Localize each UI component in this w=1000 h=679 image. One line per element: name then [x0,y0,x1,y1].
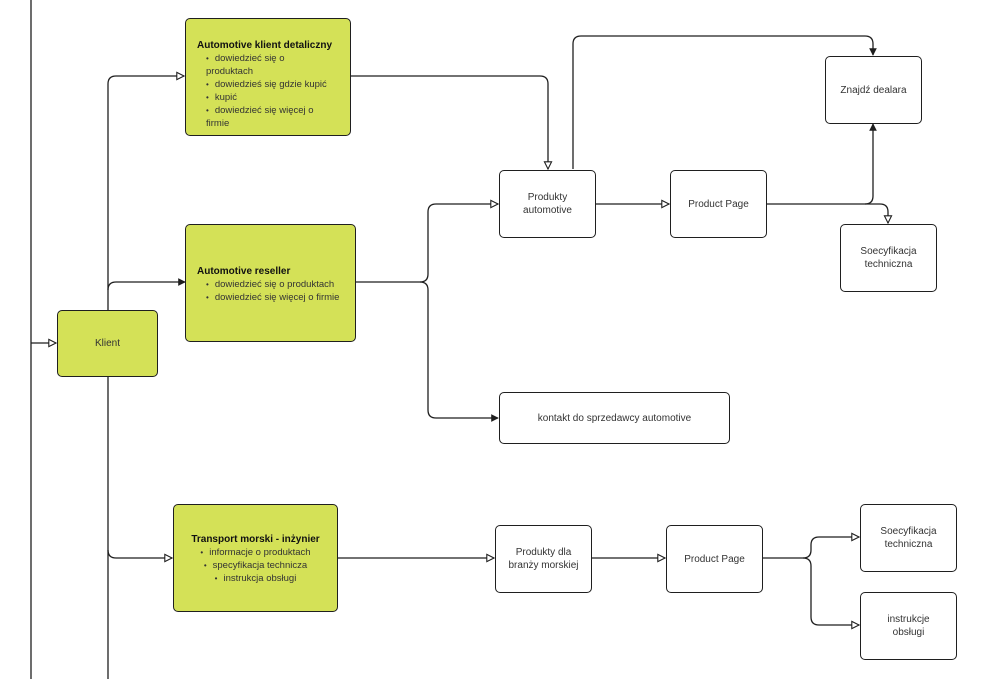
edge-trunk [107,76,184,310]
edge-productpage-instrukcje [802,557,859,625]
node-spec-automotive[interactable]: Soecyfikacja techniczna [840,224,937,292]
edge-productpage-spec [865,203,888,223]
list-item: dowiedzieć się więcej o firmie [206,104,334,130]
node-reseller-list: dowiedzieć się o produktach dowiedzieć s… [197,278,340,304]
list-item: informacje o produktach [200,546,310,559]
node-reseller-title: Automotive reseller [197,266,291,277]
edge-retail-produkty [350,75,548,169]
node-spec-automotive-label: Soecyfikacja techniczna [860,246,917,270]
node-product-page-automotive[interactable]: Product Page [670,170,767,238]
node-marine[interactable]: Transport morski - inżynier informacje o… [173,504,338,612]
node-reseller[interactable]: Automotive reseller dowiedzieć się o pro… [185,224,356,342]
edge-reseller-produkty [355,204,498,283]
node-spec-marine[interactable]: Soecyfikacja techniczna [860,504,957,572]
list-item: instrukcja obsługi [200,572,310,585]
edge-reseller-kontakt [419,281,498,418]
node-retail[interactable]: Automotive klient detaliczny dowiedzieć … [185,18,351,136]
node-marine-title: Transport morski - inżynier [191,534,320,545]
edge-productpage-dealer [767,124,873,205]
node-znajdz-dealara-label: Znajdź dealara [840,84,907,96]
node-spec-marine-label: Soecyfikacja techniczna [880,526,937,550]
node-instrukcje[interactable]: instrukcje obsługi [860,592,957,660]
edge-klient-marine [107,377,172,558]
list-item: dowiedzieć się o produktach [206,278,339,291]
node-marine-list: informacje o produktach specyfikacja tec… [200,546,310,585]
list-item: dowiedzieć się o produktach [206,52,334,78]
list-item: kupić [206,91,334,104]
node-klient-label: Klient [94,338,120,349]
edge-productpage-spec-marine [762,537,859,559]
node-product-page-marine-label: Product Page [684,553,745,565]
node-retail-list: dowiedzieć się o produktach dowiedzieś s… [197,52,334,130]
node-znajdz-dealara[interactable]: Znajdź dealara [825,56,922,124]
list-item: specyfikacja technicza [200,559,310,572]
node-retail-title: Automotive klient detaliczny [197,40,333,51]
node-produkty-automotive[interactable]: Produkty automotive [499,170,596,238]
node-kontakt[interactable]: kontakt do sprzedawcy automotive [499,392,730,444]
node-produkty-morskie[interactable]: Produkty dla branży morskiej [495,525,592,593]
edge-produkty-dealer [572,35,873,169]
node-klient[interactable]: Klient [57,310,158,377]
node-produkty-morskie-label: Produkty dla branży morskiej [508,547,579,571]
node-instrukcje-label: instrukcje obsługi [887,614,930,638]
node-product-page-marine[interactable]: Product Page [666,525,763,593]
edge-klient-reseller [107,282,185,291]
list-item: dowiedzieć się więcej o firmie [206,291,340,304]
node-kontakt-label: kontakt do sprzedawcy automotive [537,412,692,424]
node-product-page-automotive-label: Product Page [688,198,749,210]
list-item: dowiedzieś się gdzie kupić [206,78,334,91]
node-produkty-automotive-label: Produkty automotive [523,192,572,216]
